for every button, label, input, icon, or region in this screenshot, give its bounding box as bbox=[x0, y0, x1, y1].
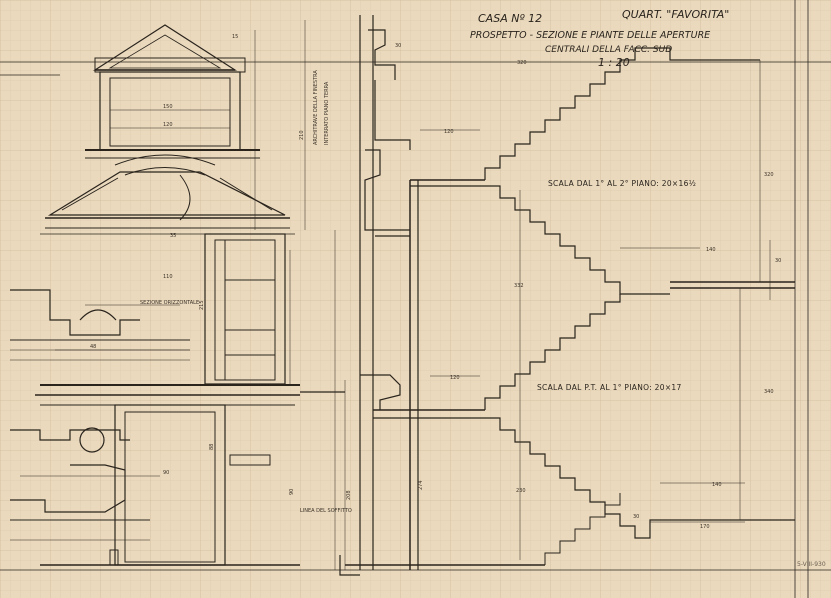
dim-landing-run: 120 bbox=[444, 129, 454, 135]
note-ceiling-line: LINEA DEL SOFFITTO bbox=[300, 508, 352, 514]
dim-left-width: 110 bbox=[163, 274, 173, 280]
date-stamp: 5-VIII-930 bbox=[797, 561, 826, 568]
dim-left-height: 210 bbox=[299, 130, 305, 140]
dim-stair-lower-rise: 340 bbox=[764, 389, 774, 395]
dim-left-width: 35 bbox=[170, 233, 176, 239]
dim-top-right: 320 bbox=[517, 60, 527, 66]
dim-left-width: 15 bbox=[232, 34, 238, 40]
dim-section-height-1: 274 bbox=[418, 480, 424, 490]
dim-left-width: 90 bbox=[163, 470, 169, 476]
dim-stair-bottom-run: 170 bbox=[700, 524, 710, 530]
note-lintel: ARCHITRAVE DELLA FINESTRA bbox=[313, 70, 319, 145]
dim-left-width: 30 bbox=[395, 43, 401, 49]
dim-stair-upper-right: 320 bbox=[764, 172, 774, 178]
dim-stair-mid: 332 bbox=[514, 283, 524, 289]
title-facade: CENTRALI DELLA FACC. SUD bbox=[545, 45, 672, 55]
dim-right-small: 30 bbox=[775, 258, 781, 264]
title-scale: 1 : 20 bbox=[598, 56, 630, 69]
dim-left-height: 90 bbox=[289, 489, 295, 495]
note-section-left: SEZIONE ORIZZONTALE bbox=[140, 300, 199, 306]
dim-stair-upper-rise: 140 bbox=[706, 247, 716, 253]
dim-left-width: 150 bbox=[163, 104, 173, 110]
section-drawing bbox=[300, 15, 545, 576]
stair-note-lower: SCALA DAL P.T. AL 1° PIANO: 20×17 bbox=[537, 383, 682, 392]
dim-left-width: 120 bbox=[163, 122, 173, 128]
dim-stair-bottom-small: 30 bbox=[633, 514, 639, 520]
title-house: CASA Nº 12 bbox=[478, 12, 542, 25]
dim-landing-run-2: 120 bbox=[450, 375, 460, 381]
elevation-drawing bbox=[10, 24, 300, 566]
stair-dimensions bbox=[420, 129, 771, 523]
title-subject: PROSPETTO - SEZIONE E PIANTE DELLE APERT… bbox=[470, 30, 710, 41]
dim-stair-lower-run: 140 bbox=[712, 482, 722, 488]
note-ground-floor: INTERRATO PIANO TERRA bbox=[324, 81, 330, 145]
elevation-dimensions bbox=[20, 20, 346, 570]
dim-left-height: 215 bbox=[199, 300, 205, 310]
dim-left-height: 88 bbox=[209, 444, 215, 450]
stair-note-upper: SCALA DAL 1° AL 2° PIANO: 20×16½ bbox=[548, 179, 696, 188]
stair-drawing bbox=[410, 47, 795, 565]
dim-left-width: 48 bbox=[90, 344, 96, 350]
dim-section-height-2: 230 bbox=[516, 488, 526, 494]
title-quarter: QUART. "FAVORITA" bbox=[622, 8, 729, 21]
dim-section-height-3: 208 bbox=[346, 490, 352, 500]
